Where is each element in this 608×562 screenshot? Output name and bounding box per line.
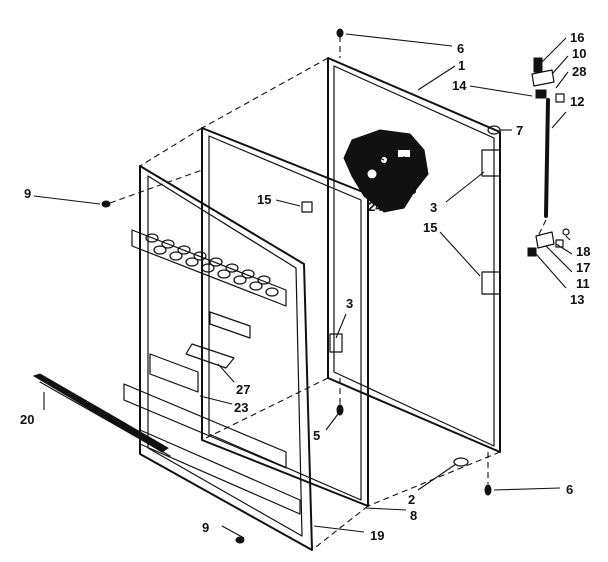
outer-door-panel bbox=[327, 57, 501, 453]
callout-14: 14 bbox=[452, 78, 467, 93]
callout-10: 10 bbox=[572, 46, 586, 61]
callout-labels: 6 1 16 10 28 14 12 7 25 26 24 3 9 15 15 … bbox=[20, 30, 590, 543]
callout-19: 19 bbox=[370, 528, 384, 543]
callout-5: 5 bbox=[313, 428, 320, 443]
callout-26: 26 bbox=[402, 182, 416, 197]
callout-28: 28 bbox=[572, 64, 586, 79]
callout-7: 7 bbox=[516, 123, 523, 138]
callout-1: 1 bbox=[458, 58, 465, 73]
callout-11: 11 bbox=[576, 276, 590, 291]
callout-18: 18 bbox=[576, 244, 590, 259]
callout-3-lower: 3 bbox=[346, 296, 353, 311]
door-gasket bbox=[201, 127, 369, 507]
breaker-strip-cutaway bbox=[343, 129, 429, 213]
callout-27: 27 bbox=[236, 382, 250, 397]
callout-25: 25 bbox=[348, 142, 362, 157]
callout-9-bottom: 9 bbox=[202, 520, 209, 535]
callout-15-left: 15 bbox=[257, 192, 271, 207]
callout-13: 13 bbox=[570, 292, 584, 307]
callout-17: 17 bbox=[576, 260, 590, 275]
callout-6-bottom: 6 bbox=[566, 482, 573, 497]
hinge-assembly bbox=[527, 57, 570, 257]
callout-15-right: 15 bbox=[423, 220, 437, 235]
inner-door-liner bbox=[123, 165, 313, 551]
callout-2: 2 bbox=[408, 492, 415, 507]
callout-3-upper: 3 bbox=[430, 200, 437, 215]
leader-lines bbox=[33, 33, 573, 539]
callout-23: 23 bbox=[234, 400, 248, 415]
callout-12: 12 bbox=[570, 94, 584, 109]
door-shelf-bar bbox=[32, 373, 171, 457]
callout-16: 16 bbox=[570, 30, 584, 45]
callout-24: 24 bbox=[368, 199, 383, 214]
callout-20: 20 bbox=[20, 412, 34, 427]
callout-9-left: 9 bbox=[24, 186, 31, 201]
callout-6-top: 6 bbox=[457, 41, 464, 56]
callout-8: 8 bbox=[410, 508, 417, 523]
